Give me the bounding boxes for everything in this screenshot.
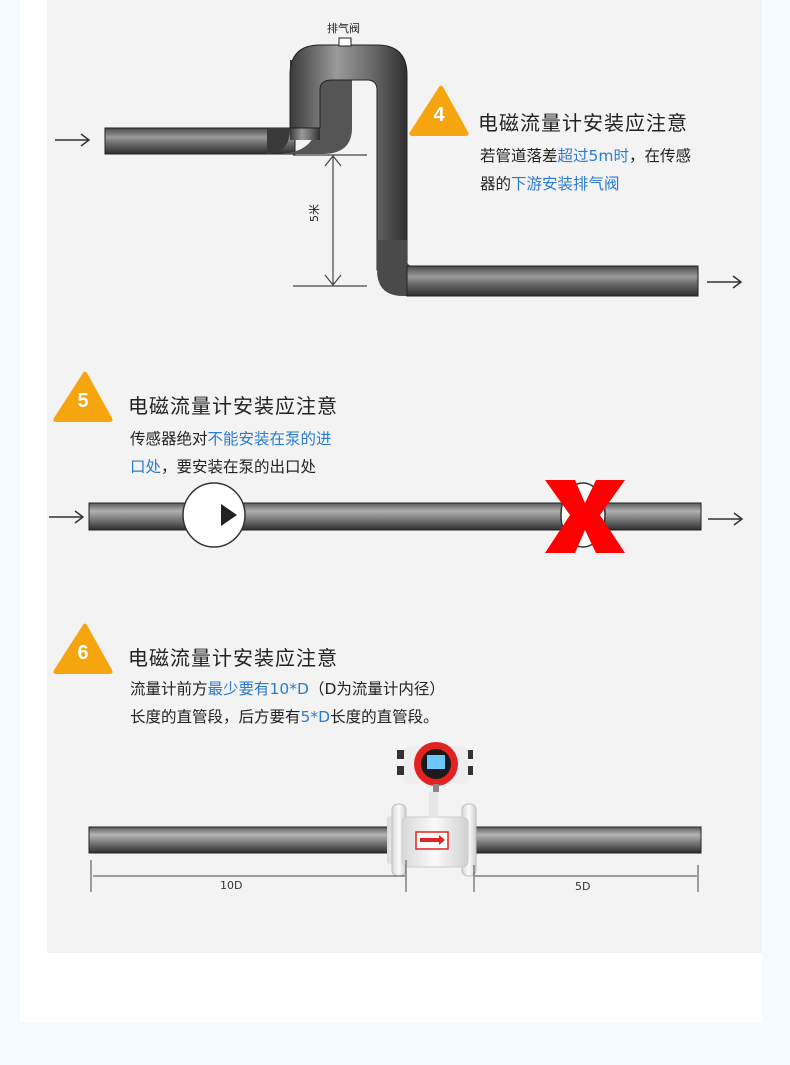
- warning-triangle-icon: [53, 371, 113, 422]
- warning-triangle-icon: [53, 623, 113, 674]
- desc-highlight: 5*D: [300, 708, 331, 726]
- desc-highlight: 口处: [130, 458, 162, 476]
- desc-text: 长度的直管段，后方要有: [130, 708, 301, 726]
- flowmeter-icon: [387, 742, 477, 877]
- outlet-arrow-icon: [708, 512, 744, 526]
- desc-text: 流量计前方: [130, 680, 208, 698]
- warning-triangle-icon: [409, 85, 469, 136]
- dimension-lines: [90, 860, 699, 892]
- section-5-description: 传感器绝对不能安装在泵的进 口处，要安装在泵的出口处: [130, 425, 332, 481]
- pump-icon: [182, 482, 246, 548]
- section-6-description: 流量计前方最少要有10*D（D为流量计内径） 长度的直管段，后方要有5*D长度的…: [130, 675, 445, 731]
- section-6-title: 电磁流量计安装应注意: [128, 646, 338, 670]
- desc-text: ，在传感: [628, 147, 691, 165]
- pump-pipe-diagram: [49, 480, 744, 553]
- desc-text: ，要安装在泵的出口处: [161, 458, 317, 476]
- desc-text: 传感器绝对: [130, 430, 208, 448]
- exhaust-valve-icon: [338, 37, 352, 47]
- exhaust-valve-label: 排气阀: [327, 22, 360, 35]
- upstream-length-label: 10D: [220, 879, 243, 892]
- straight-pipe-diagram: [88, 742, 702, 892]
- badge-number: 4: [433, 104, 445, 126]
- badge-number: 5: [77, 390, 89, 412]
- desc-highlight: 最少要有10*D: [207, 680, 309, 698]
- desc-text: 器的: [480, 175, 512, 193]
- badge-6: 6: [52, 622, 114, 676]
- red-x-icon: [545, 480, 625, 553]
- height-dimension: [293, 154, 367, 287]
- downstream-length-label: 5D: [575, 880, 591, 893]
- height-label: 5米: [308, 204, 321, 222]
- section-5-title: 电磁流量计安装应注意: [128, 394, 338, 418]
- badge-5: 5: [52, 370, 114, 424]
- outlet-arrow-icon: [707, 275, 743, 289]
- elevated-pipe-diagram: [55, 37, 743, 297]
- section-4-description: 若管道落差超过5m时，在传感 器的下游安装排气阀: [480, 142, 691, 198]
- section-4-title: 电磁流量计安装应注意: [478, 111, 688, 135]
- desc-highlight: 超过5m时: [557, 147, 629, 165]
- inlet-arrow-icon: [55, 133, 91, 147]
- inlet-arrow-icon: [49, 510, 85, 524]
- desc-text: 若管道落差: [480, 147, 558, 165]
- desc-text: 长度的直管段。: [330, 708, 439, 726]
- desc-text: （D为流量计内径）: [308, 680, 445, 698]
- badge-4: 4: [408, 84, 470, 138]
- desc-highlight: 不能安装在泵的进: [207, 430, 332, 448]
- badge-number: 6: [77, 642, 89, 664]
- desc-highlight: 下游安装排气阀: [511, 175, 620, 193]
